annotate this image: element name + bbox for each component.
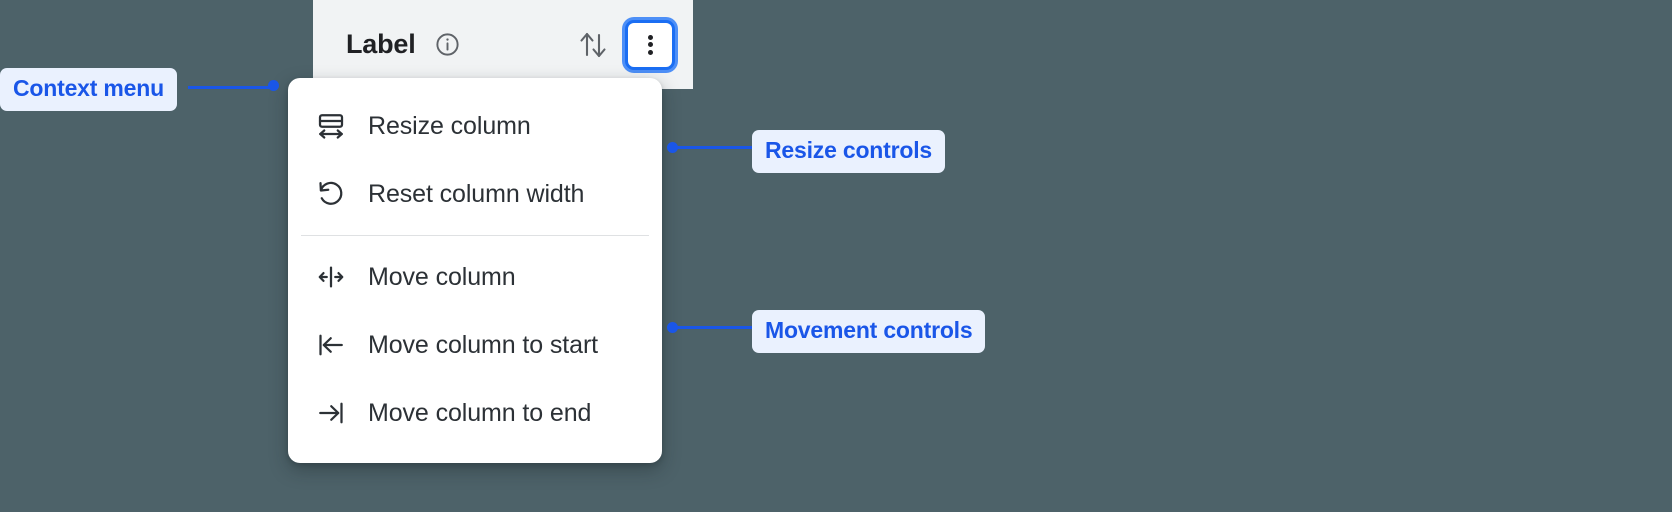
menu-item-reset-column-width[interactable]: Reset column width — [288, 160, 662, 228]
menu-item-resize-column[interactable]: Resize column — [288, 92, 662, 160]
move-to-end-icon — [314, 398, 348, 428]
resize-column-icon — [314, 111, 348, 141]
menu-item-move-column-to-end[interactable]: Move column to end — [288, 379, 662, 447]
column-header-title: Label — [346, 29, 416, 59]
menu-item-move-column-to-start[interactable]: Move column to start — [288, 311, 662, 379]
move-column-icon — [314, 262, 348, 292]
menu-item-label: Reset column width — [368, 179, 585, 208]
menu-item-label: Resize column — [368, 111, 531, 140]
menu-item-label: Move column to end — [368, 398, 592, 427]
annotation-label-resize-controls: Resize controls — [752, 130, 945, 173]
annotation-anchor-context-menu — [268, 80, 279, 91]
annotation-connector-context-menu — [188, 86, 273, 89]
info-circle-icon[interactable] — [434, 31, 461, 58]
kebab-menu-icon — [647, 32, 653, 57]
column-menu-button[interactable] — [625, 19, 675, 70]
annotation-connector-movement-controls — [672, 326, 754, 329]
menu-item-label: Move column to start — [368, 330, 599, 359]
annotation-label-movement-controls: Movement controls — [752, 310, 986, 353]
column-header: Label — [313, 0, 693, 89]
move-to-start-icon — [314, 330, 348, 360]
annotation-label-context-menu: Context menu — [0, 68, 177, 111]
sort-arrows-icon[interactable] — [575, 25, 611, 65]
column-context-menu: Resize column Reset column width Move co… — [288, 78, 662, 463]
menu-item-label: Move column — [368, 262, 516, 291]
reset-width-icon — [314, 179, 348, 209]
menu-item-move-column[interactable]: Move column — [288, 243, 662, 311]
annotation-connector-resize-controls — [672, 146, 754, 149]
menu-divider — [301, 235, 649, 236]
